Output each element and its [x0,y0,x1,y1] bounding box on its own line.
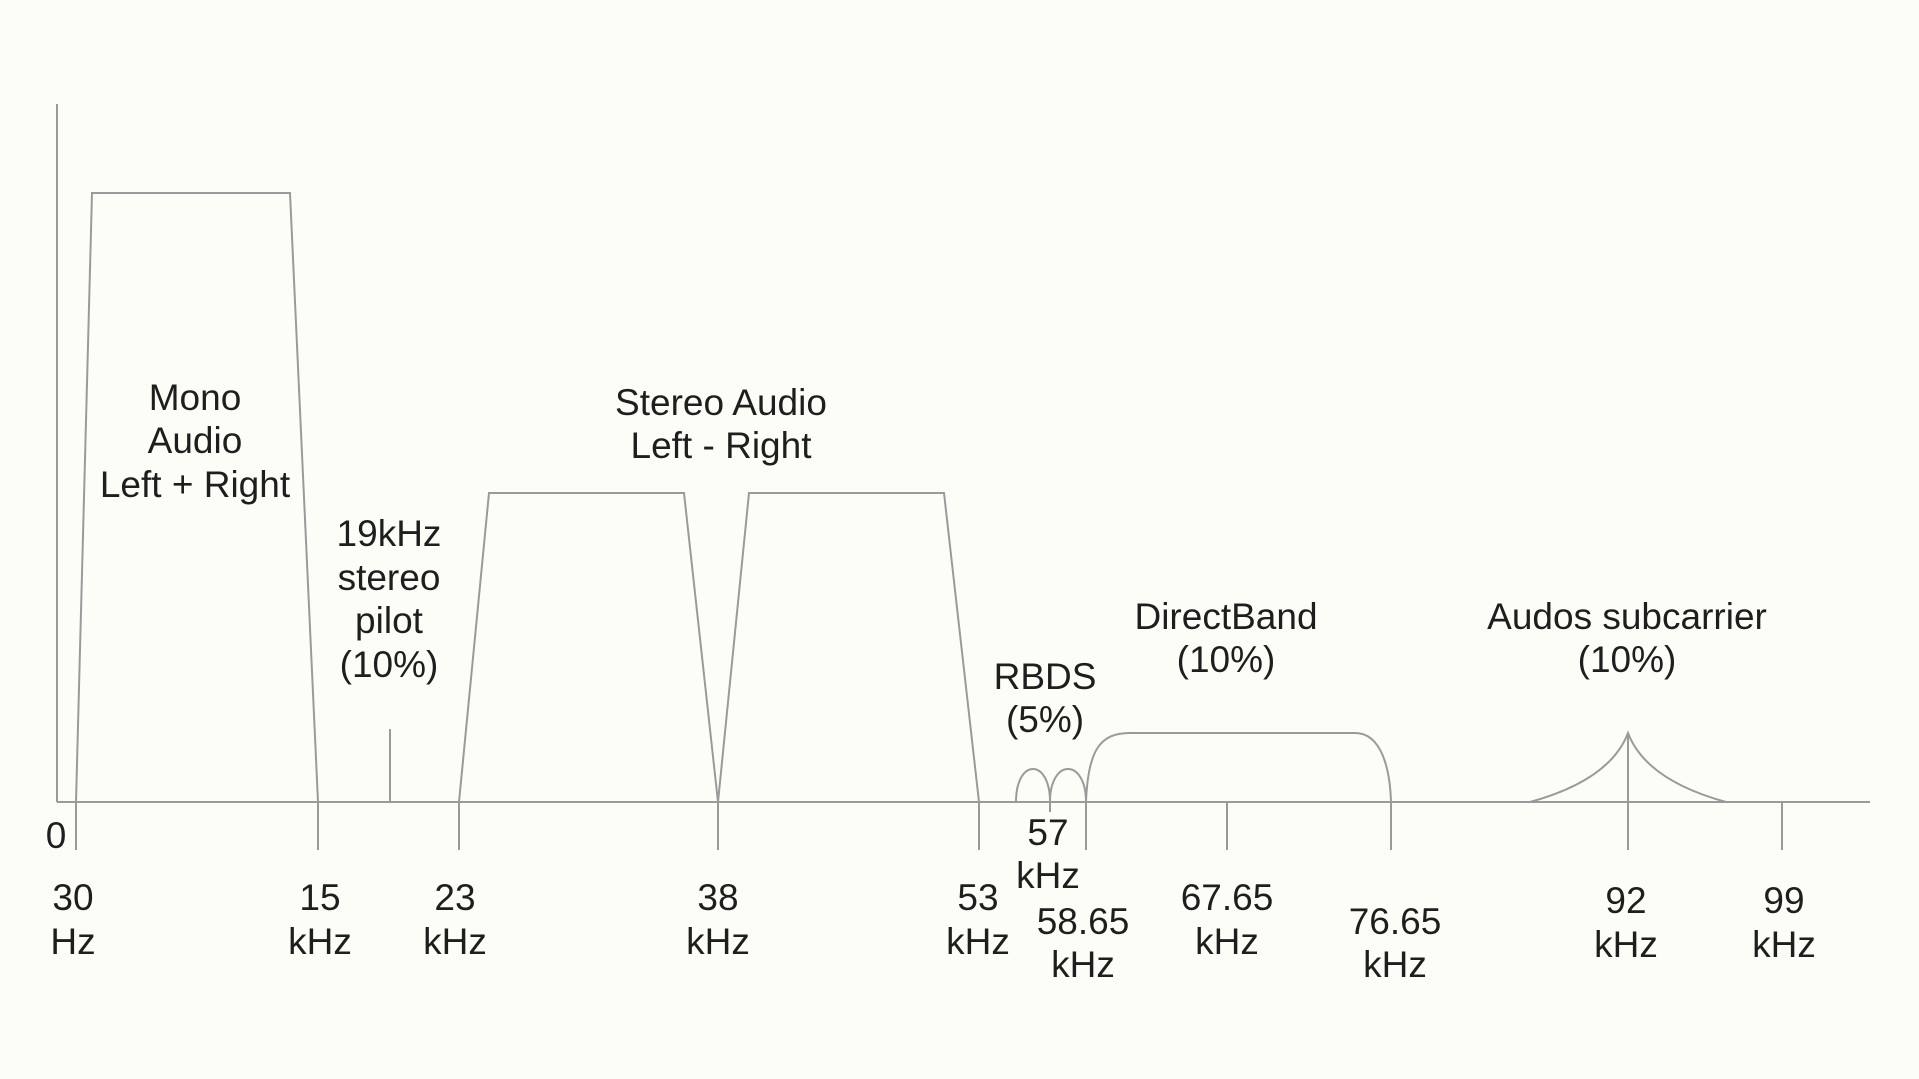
svg-text:76.65: 76.65 [1349,901,1442,942]
rbds-label: RBDS (5%) [994,656,1097,740]
svg-text:Left + Right: Left + Right [100,464,291,505]
svg-text:57: 57 [1027,812,1068,853]
svg-text:kHz: kHz [288,921,352,962]
svg-text:Left - Right: Left - Right [631,425,813,466]
svg-text:kHz: kHz [1016,855,1080,896]
tick-label-30hz: 30 Hz [50,877,95,962]
mono-audio-band [75,192,319,803]
svg-text:kHz: kHz [1594,924,1658,965]
svg-text:30: 30 [52,877,93,918]
tick-label-76-65k: 76.65 kHz [1349,901,1442,985]
svg-text:kHz: kHz [1363,944,1427,985]
svg-text:Stereo Audio: Stereo Audio [615,382,827,423]
rbds-band [1015,768,1087,803]
svg-text:38: 38 [697,877,738,918]
directband-label: DirectBand (10%) [1134,596,1317,680]
directband-band [1085,732,1392,803]
mono-audio-label: Mono Audio Left + Right [100,377,291,505]
svg-text:67.65: 67.65 [1181,877,1274,918]
tick-label-23k: 23 kHz [423,877,487,962]
svg-text:kHz: kHz [946,921,1010,962]
stereo-audio-label: Stereo Audio Left - Right [615,382,827,466]
svg-text:99: 99 [1763,880,1804,921]
svg-text:(10%): (10%) [1578,639,1677,680]
tick-label-53k: 53 kHz [946,877,1010,962]
stereo-audio-upper-band [717,492,980,803]
svg-text:Hz: Hz [50,921,95,962]
svg-text:92: 92 [1605,880,1646,921]
stereo-pilot-label: 19kHz stereo pilot (10%) [337,513,442,685]
tick-label-15k: 15 kHz [288,877,352,962]
svg-text:(10%): (10%) [340,644,439,685]
tick-label-57k: 57 kHz [1016,812,1080,896]
svg-text:(10%): (10%) [1177,639,1276,680]
svg-text:Mono: Mono [149,377,242,418]
svg-text:53: 53 [957,877,998,918]
origin-label: 0 [46,815,67,856]
svg-text:kHz: kHz [423,921,487,962]
svg-text:RBDS: RBDS [994,656,1097,697]
svg-text:19kHz: 19kHz [337,513,442,554]
svg-text:15: 15 [299,877,340,918]
svg-text:kHz: kHz [686,921,750,962]
svg-text:kHz: kHz [1195,921,1259,962]
svg-text:(5%): (5%) [1006,699,1084,740]
svg-text:Audos subcarrier: Audos subcarrier [1487,596,1767,637]
tick-label-38k: 38 kHz [686,877,750,962]
audos-subcarrier-label: Audos subcarrier (10%) [1487,596,1767,680]
svg-text:23: 23 [434,877,475,918]
svg-text:DirectBand: DirectBand [1134,596,1317,637]
tick-label-92k: 92 kHz [1594,880,1658,965]
svg-text:kHz: kHz [1752,924,1816,965]
svg-text:stereo: stereo [338,557,441,598]
tick-label-58-65k: 58.65 kHz [1037,901,1130,985]
stereo-audio-lower-band [458,492,719,803]
tick-label-99k: 99 kHz [1752,880,1816,965]
svg-text:kHz: kHz [1051,944,1115,985]
svg-text:pilot: pilot [355,600,424,641]
svg-text:58.65: 58.65 [1037,901,1130,942]
tick-label-67-65k: 67.65 kHz [1181,877,1274,962]
svg-text:Audio: Audio [148,420,243,461]
